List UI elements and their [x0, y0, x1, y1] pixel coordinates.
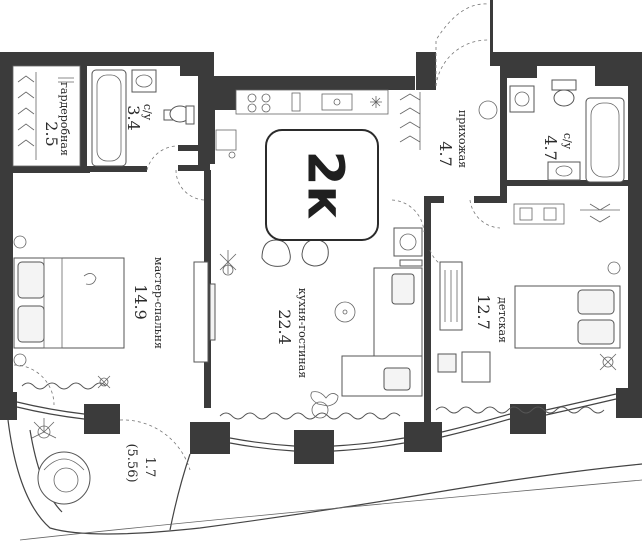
- room-name-kids: детская: [496, 297, 509, 343]
- room-area-kitchen-living: 22.4: [275, 309, 294, 345]
- room-area-balcony-reduced: (5.56): [124, 443, 139, 482]
- room-area-kids: 12.7: [474, 294, 493, 330]
- room-name-kitchen-living: кухня-гостиная: [296, 288, 309, 378]
- kitchen-counter: [215, 89, 389, 159]
- kids-room-furniture: [437, 203, 621, 383]
- room-labels: гардеробная 2.5 с/у 3.4 мастер-спальня 1…: [42, 82, 574, 482]
- curtains: [21, 382, 605, 420]
- right-bathroom-fixtures: [478, 79, 625, 183]
- balcony-armchair: [37, 451, 91, 505]
- room-area-hallway: 4.7: [436, 141, 455, 166]
- master-bed: [13, 235, 125, 367]
- room-name-bath-right: с/у: [561, 133, 574, 150]
- room-name-hallway: прихожая: [456, 110, 469, 168]
- room-name-bath-left: с/у: [141, 104, 154, 121]
- room-name-wardrobe: гардеробная: [58, 82, 71, 156]
- room-area-wardrobe: 2.5: [42, 121, 61, 146]
- badge-label: 2к: [297, 151, 355, 220]
- room-count-badge: 2к: [265, 129, 379, 241]
- window-piers: [0, 388, 642, 464]
- plants: [31, 250, 617, 439]
- tv-unit: [193, 261, 216, 363]
- room-name-master-bedroom: мастер-спальня: [152, 257, 165, 349]
- wardrobe-hangers: [12, 65, 81, 167]
- room-area-balcony: 1.7: [142, 457, 157, 478]
- sofa: [334, 267, 423, 397]
- room-area-master-bedroom: 14.9: [131, 284, 150, 320]
- room-area-bath-right: 4.7: [541, 135, 560, 160]
- hallway-washer: [393, 227, 423, 267]
- room-area-bath-left: 3.4: [124, 105, 143, 130]
- left-bathroom-fixtures: [91, 69, 195, 167]
- dining-chairs: [261, 239, 329, 267]
- hallway-hangers: [399, 92, 421, 150]
- windows: [16, 393, 617, 452]
